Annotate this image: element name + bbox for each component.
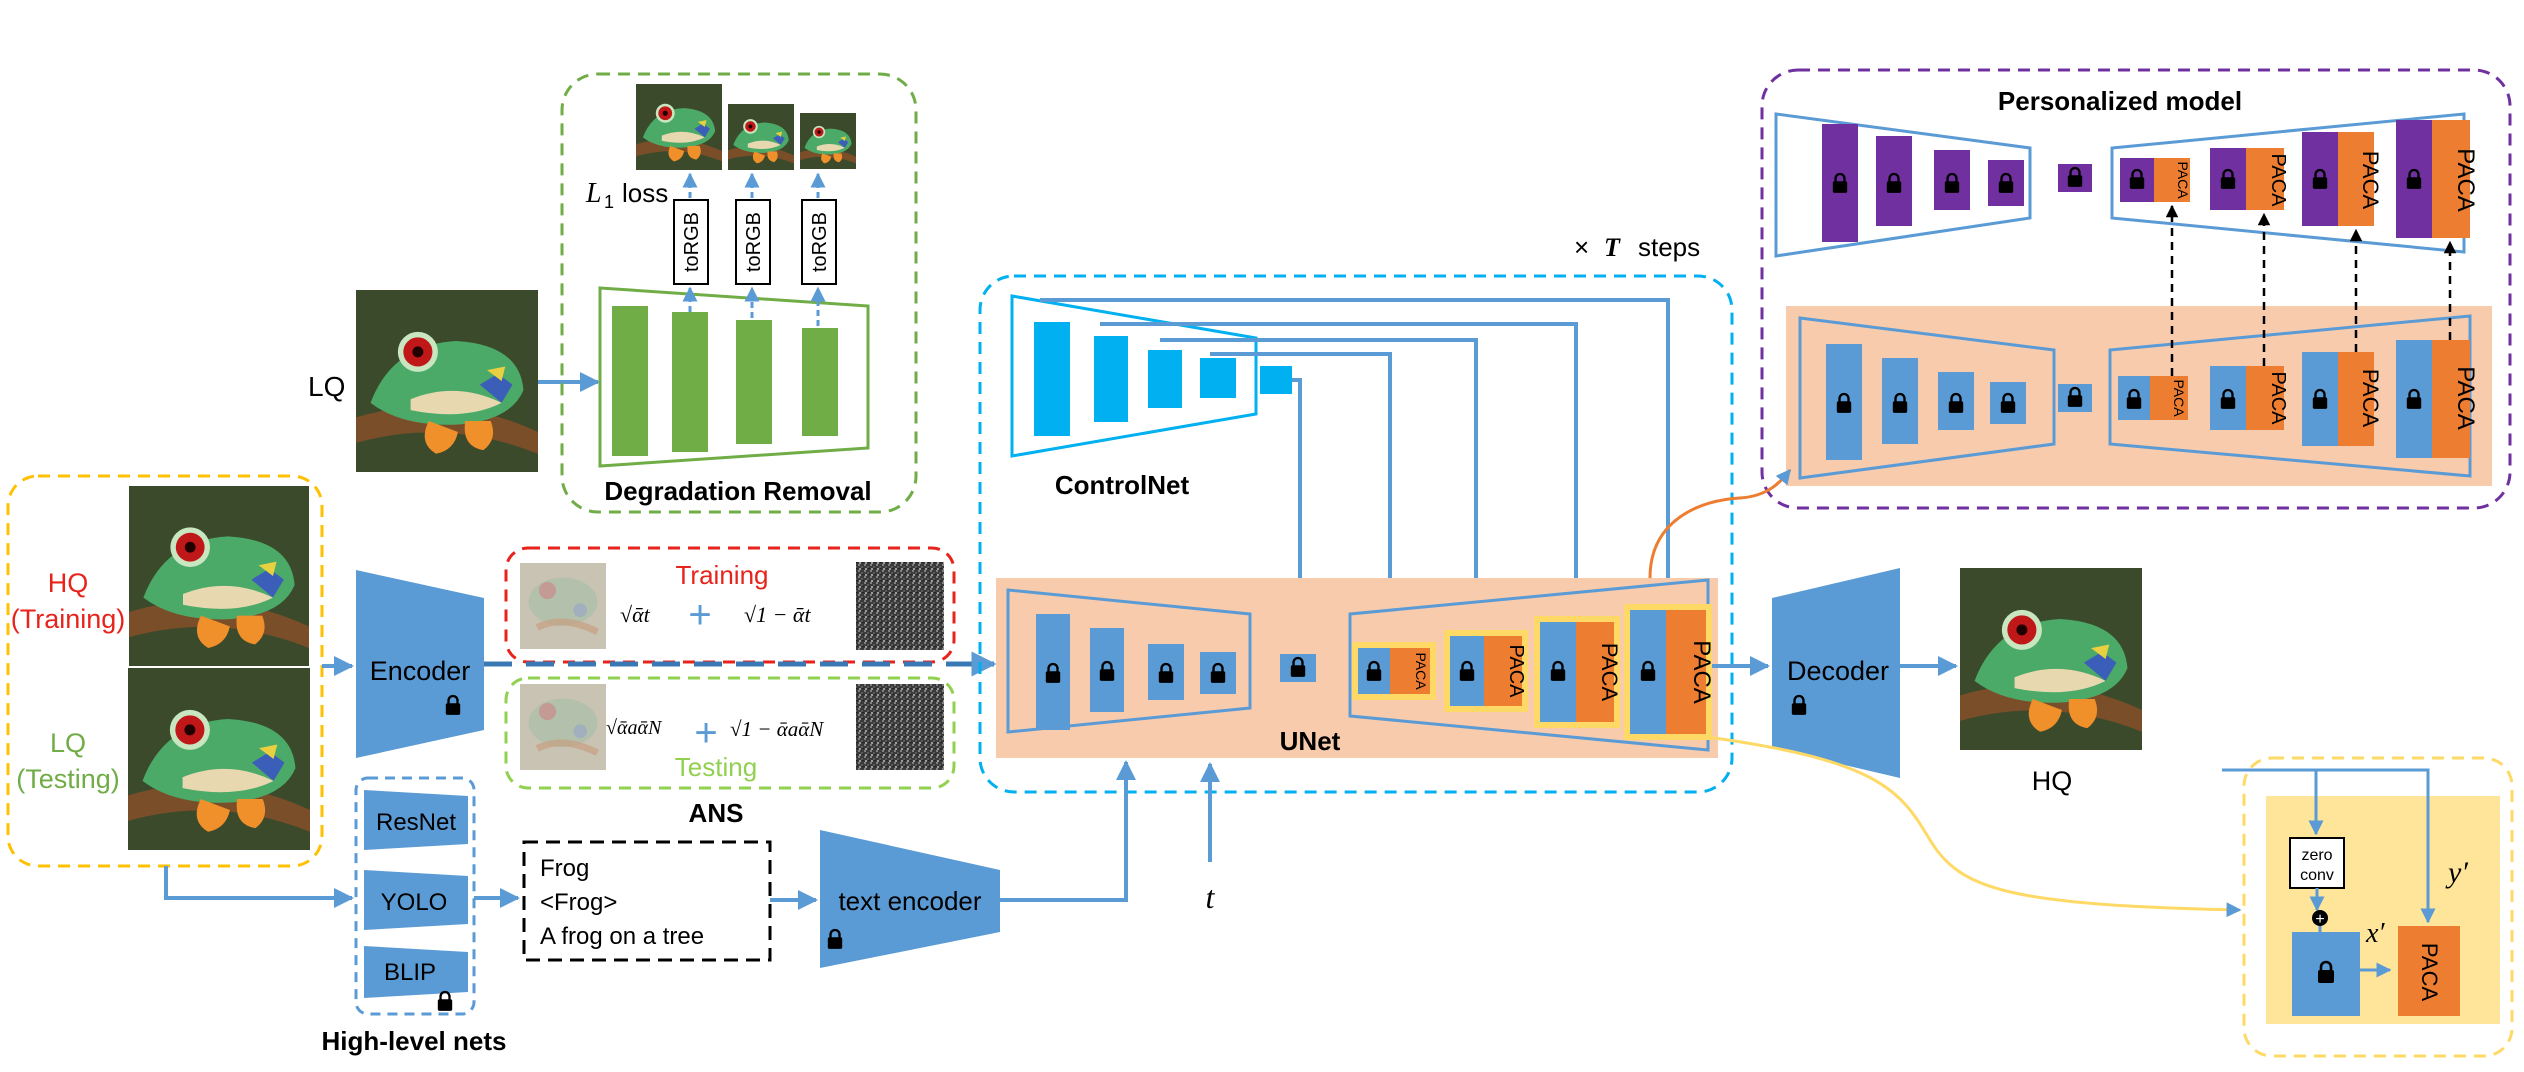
paca-label-pp-2: PACA bbox=[2267, 372, 2289, 426]
paca-label-pp-4: PACA bbox=[2452, 366, 2479, 430]
train-plus: + bbox=[688, 593, 711, 637]
paca-label-pm-2: PACA bbox=[2267, 154, 2289, 208]
unet-decoder bbox=[1348, 578, 1710, 752]
paca-label-unet-3: PACA bbox=[1597, 643, 1622, 702]
blip-block bbox=[364, 946, 468, 998]
timestep-label: t bbox=[1206, 879, 1216, 915]
torgb-blocks: toRGB toRGB toRGB bbox=[673, 199, 837, 285]
noisy-frog-image-training bbox=[520, 563, 606, 649]
noise-image-training bbox=[856, 562, 944, 650]
paca-detail-block bbox=[2398, 926, 2460, 1016]
high-level-nets-label: High-level nets bbox=[322, 1026, 507, 1056]
x-prime-label: x′ bbox=[2365, 918, 2385, 949]
paca-label-pm-4: PACA bbox=[2452, 148, 2479, 212]
paca-label-pm-1: PACA bbox=[2175, 161, 2191, 199]
paca-label-unet-2: PACA bbox=[1505, 645, 1527, 699]
testing-label: Testing bbox=[675, 752, 757, 782]
output-image-medium bbox=[728, 104, 794, 170]
l1-var: L bbox=[585, 178, 602, 209]
hq-training-image bbox=[129, 486, 309, 666]
decoder-block bbox=[1772, 568, 1900, 778]
loss-label: loss bbox=[622, 178, 668, 208]
unet-label: UNet bbox=[1280, 726, 1341, 756]
output-image-large bbox=[636, 84, 722, 170]
text-encoder-block bbox=[820, 830, 1000, 968]
conv-label: conv bbox=[2300, 867, 2334, 884]
paca-label-unet-1: PACA bbox=[1413, 652, 1429, 690]
ans-label: ANS bbox=[689, 798, 744, 828]
steps-word: steps bbox=[1638, 232, 1700, 262]
lq-input-label: LQ bbox=[308, 371, 345, 402]
text-prompt-box bbox=[522, 840, 772, 962]
training-noise-box bbox=[504, 546, 956, 664]
hq-label: HQ bbox=[48, 568, 89, 598]
personalized-model-label: Personalized model bbox=[1998, 86, 2242, 116]
test-coef1: √ᾱaᾱN bbox=[606, 717, 663, 739]
controlnet-label: ControlNet bbox=[1055, 470, 1190, 500]
paca-label-pm-3: PACA bbox=[2358, 151, 2383, 210]
unet-encoder bbox=[1006, 588, 1252, 734]
blip-label: BLIP bbox=[384, 959, 436, 986]
steps-prefix: × bbox=[1574, 232, 1589, 262]
personalized-model-box bbox=[1760, 68, 2512, 510]
y-prime-label: y′ bbox=[2445, 856, 2468, 889]
resnet-block bbox=[364, 790, 468, 850]
test-plus: + bbox=[694, 711, 717, 755]
training-label: Training bbox=[676, 560, 769, 590]
decoder-label: Decoder bbox=[1787, 656, 1889, 686]
paca-label-unet-4: PACA bbox=[1688, 640, 1715, 704]
paca-detail-box bbox=[2242, 756, 2514, 1058]
testing-paren-label: (Testing) bbox=[16, 764, 120, 794]
text-encoder-label: text encoder bbox=[838, 886, 981, 916]
hq-output-image bbox=[1960, 568, 2142, 750]
degradation-removal-label: Degradation Removal bbox=[604, 476, 871, 506]
degradation-removal-network bbox=[598, 286, 870, 468]
lq-label: LQ bbox=[50, 728, 86, 758]
prompt-line-3: A frog on a tree bbox=[540, 923, 704, 950]
zero-label: zero bbox=[2301, 847, 2332, 864]
output-image-small bbox=[800, 113, 856, 169]
paca-detail-label: PACA bbox=[2417, 943, 2442, 1002]
noisy-frog-image-testing bbox=[520, 684, 606, 770]
steps-var: T bbox=[1604, 233, 1621, 262]
l1-sub: 1 bbox=[604, 192, 614, 212]
lock-icon bbox=[436, 990, 454, 1012]
diffusion-steps-box bbox=[978, 274, 1734, 794]
yolo-block bbox=[364, 870, 468, 930]
degradation-removal-box bbox=[560, 72, 918, 514]
resnet-label: ResNet bbox=[376, 809, 456, 836]
testing-noise-box bbox=[504, 676, 956, 790]
prompt-line-2: <Frog> bbox=[540, 889, 617, 916]
paca-label-pp-1: PACA bbox=[2171, 379, 2187, 417]
train-coef2: √1 − ᾱt bbox=[744, 602, 811, 627]
hq-output-label: HQ bbox=[2032, 766, 2073, 796]
high-level-nets-box bbox=[354, 776, 476, 1016]
plus-node: + bbox=[2315, 911, 2324, 928]
train-coef1: √ᾱt bbox=[620, 602, 651, 627]
test-coef2: √1 − ᾱaᾱN bbox=[730, 717, 824, 741]
paca-label-pp-3: PACA bbox=[2358, 369, 2383, 428]
lq-input-image bbox=[356, 290, 538, 472]
torgb-label-3: toRGB bbox=[809, 212, 831, 272]
lq-testing-image bbox=[128, 668, 310, 850]
torgb-label-2: toRGB bbox=[743, 212, 765, 272]
yolo-label: YOLO bbox=[381, 889, 448, 916]
encoder-label: Encoder bbox=[370, 656, 471, 686]
torgb-label-1: toRGB bbox=[681, 212, 703, 272]
prompt-line-1: Frog bbox=[540, 855, 589, 882]
noise-image-testing bbox=[856, 684, 944, 770]
training-paren-label: (Training) bbox=[11, 604, 126, 634]
